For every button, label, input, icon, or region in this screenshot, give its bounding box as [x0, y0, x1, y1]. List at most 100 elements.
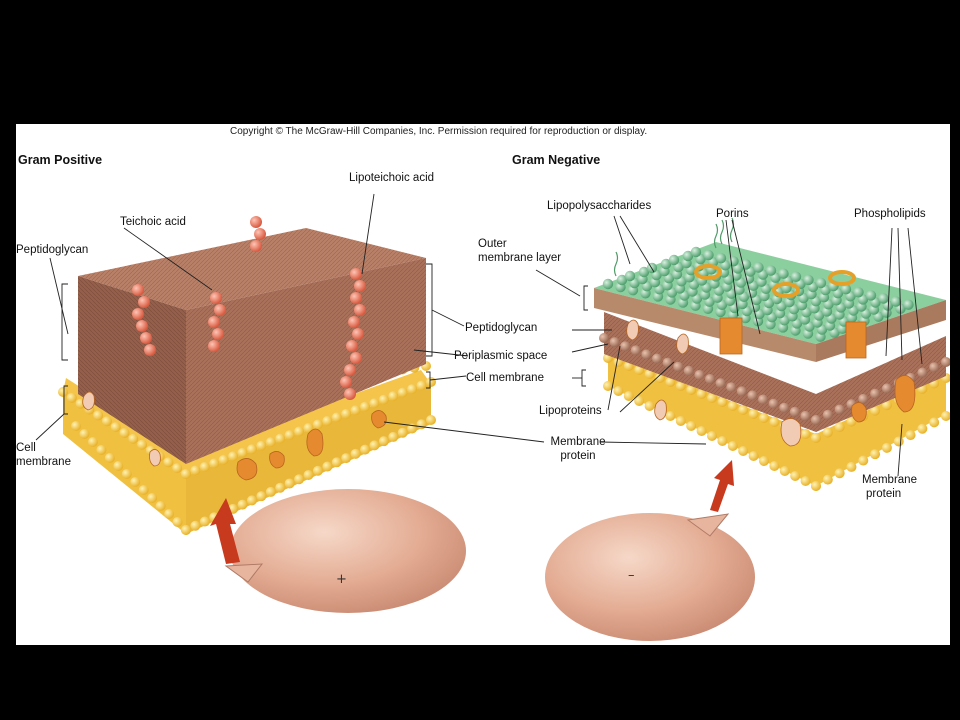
lipid-head [101, 416, 112, 427]
lipid-head [870, 405, 881, 416]
cell-wall-illustration [35, 193, 950, 641]
lipid-head [665, 411, 676, 421]
lipid-head [675, 416, 686, 426]
label-teichoic-acid: Teichoic acid [120, 216, 186, 228]
lipid-head [322, 415, 333, 426]
teichoic-bead [214, 304, 226, 316]
lipoprotein [626, 319, 639, 341]
gram-negative-outer-membrane [594, 217, 946, 362]
lipid-head [893, 436, 904, 447]
label-cell-membrane-center: Cell membrane [466, 372, 544, 384]
lipid-head [147, 493, 158, 503]
lipid-head [164, 509, 175, 519]
lps-strand [719, 219, 725, 245]
lipid-head [303, 470, 314, 480]
label-lipopolysaccharides: Lipopolysaccharides [547, 200, 652, 212]
lipid-head [769, 461, 780, 471]
lipid-head [199, 516, 210, 527]
lps-strand [729, 217, 735, 243]
lipid-head [199, 461, 210, 472]
lipid-head [407, 384, 418, 395]
lipid-head [284, 430, 295, 441]
membrane-protein [780, 418, 802, 447]
lipid-head [388, 391, 399, 402]
lipid-head [811, 433, 821, 443]
teichoic-bead [210, 292, 222, 304]
lipid-head [416, 380, 427, 391]
lipid-head [284, 478, 295, 489]
lipid-head [360, 401, 371, 412]
lipid-head [846, 461, 857, 472]
label-peptidoglycan-left: Peptidoglycan [16, 244, 89, 256]
teichoic-bead [254, 228, 266, 240]
lipid-head [58, 387, 68, 397]
inner-leaflet-head [694, 369, 705, 380]
lipid-head [397, 387, 408, 398]
teichoic-bead [144, 344, 156, 356]
teichoic-bead [350, 352, 362, 364]
gram-positive-membrane-proteins [82, 391, 387, 481]
label-membrane-protein-center-1: Membrane [550, 436, 606, 448]
porin-channel [719, 317, 743, 355]
label-outer-membrane-2: membrane layer [478, 252, 562, 264]
inner-leaflet-head [620, 341, 631, 352]
teichoic-bead [132, 308, 144, 320]
lipid-head [155, 501, 166, 511]
gram-positive-title: Gram Positive [18, 153, 103, 167]
teichoic-bead [208, 340, 220, 352]
outer-membrane-head [703, 249, 714, 261]
label-outer-membrane-1: Outer [478, 238, 507, 250]
teichoic-bead [344, 388, 356, 400]
lipid-head [256, 491, 267, 502]
inner-leaflet-head [789, 406, 800, 417]
inner-leaflet-head [705, 374, 715, 384]
lipid-head [917, 423, 928, 434]
teichoic-bead [136, 320, 148, 332]
teichoic-bead [138, 296, 150, 308]
inner-leaflet-head [758, 394, 768, 405]
membrane-protein [654, 399, 667, 421]
lipid-head [822, 474, 833, 485]
label-lipoproteins: Lipoproteins [539, 405, 602, 417]
lipid-head [228, 451, 239, 462]
lipid-head [834, 422, 845, 433]
lipid-head [104, 453, 115, 463]
copyright-notice: Copyright © The McGraw-Hill Companies, I… [230, 126, 648, 137]
lipid-head [265, 437, 276, 448]
inner-leaflet-head [673, 361, 684, 372]
teichoic-bead [208, 316, 220, 328]
lipid-head [696, 389, 707, 399]
lipid-head [163, 457, 174, 468]
gram-negative-proteins [626, 317, 916, 447]
teichoic-bead [344, 364, 356, 376]
outer-membrane-head [890, 296, 902, 307]
lipid-head [717, 397, 728, 407]
membrane-protein [236, 458, 258, 481]
membrane-protein [851, 402, 867, 423]
label-peptidoglycan-center: Peptidoglycan [465, 322, 538, 334]
lipid-head [294, 426, 305, 437]
lipid-head [138, 485, 149, 495]
lipid-head [113, 461, 124, 471]
label-membrane-protein-center-2: protein [560, 450, 596, 462]
teichoic-bead [340, 376, 352, 388]
inner-leaflet-head [662, 357, 673, 368]
outer-membrane-head [865, 290, 877, 301]
outer-membrane-head [878, 293, 889, 304]
lipid-head [209, 458, 220, 469]
inner-leaflet-head [858, 393, 869, 404]
lipid-head [130, 477, 141, 487]
lipid-head [634, 396, 645, 406]
inner-leaflet-head [800, 410, 811, 421]
lipid-head [294, 474, 305, 485]
outer-membrane-head [728, 256, 739, 267]
inner-leaflet-head [726, 382, 737, 393]
label-lipoteichoic-acid: Lipoteichoic acid [349, 172, 435, 184]
lipid-head [779, 466, 790, 476]
inner-leaflet-head [609, 337, 620, 348]
inner-leaflet-head [870, 388, 881, 399]
outer-membrane-head [790, 271, 802, 282]
lipid-head [312, 419, 323, 430]
outer-membrane-head [638, 266, 650, 278]
gram-positive-sign: + [336, 572, 347, 587]
